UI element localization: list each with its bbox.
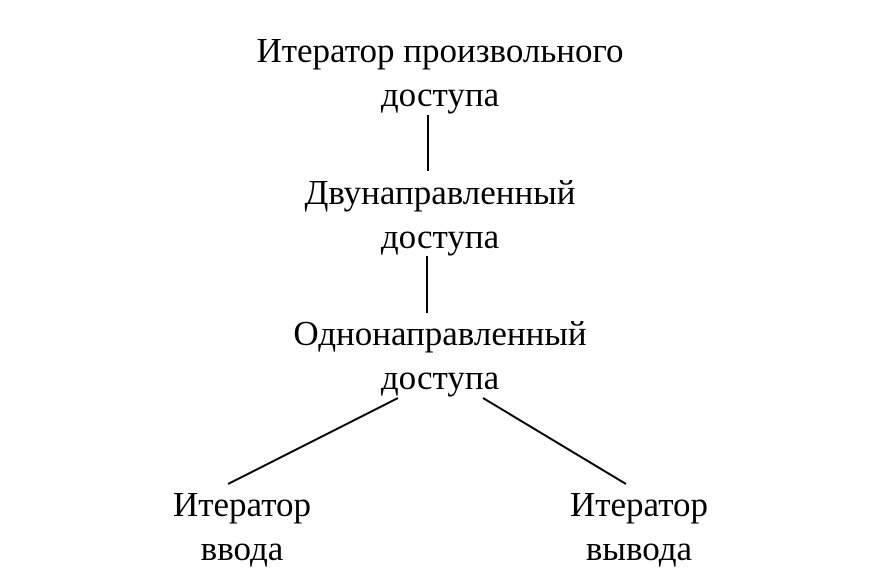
node-random-access-iterator: Итератор произвольного доступа — [220, 29, 660, 117]
node-output-line-1: Итератор — [569, 485, 709, 524]
node-input-iterator: Итератор ввода — [122, 483, 362, 571]
node-forward-iterator: Однонаправленный доступа — [240, 312, 640, 400]
node-input-line-1: Итератор — [172, 485, 312, 524]
node-bidirectional-iterator: Двунаправленный доступа — [240, 171, 640, 259]
edge-forward-to-output — [482, 397, 627, 485]
node-output-iterator: Итератор вывода — [519, 483, 759, 571]
node-bidirectional-line-1: Двунаправленный — [304, 173, 576, 212]
node-random-access-line-1: Итератор произвольного — [256, 31, 624, 70]
edge-forward-to-input — [227, 397, 399, 485]
node-output-line-2: вывода — [585, 529, 693, 568]
node-input-line-2: ввода — [200, 529, 284, 568]
node-forward-line-2: доступа — [380, 358, 500, 397]
node-forward-line-1: Однонаправленный — [293, 314, 587, 353]
node-random-access-line-2: доступа — [380, 75, 500, 114]
node-bidirectional-line-2: доступа — [380, 217, 500, 256]
